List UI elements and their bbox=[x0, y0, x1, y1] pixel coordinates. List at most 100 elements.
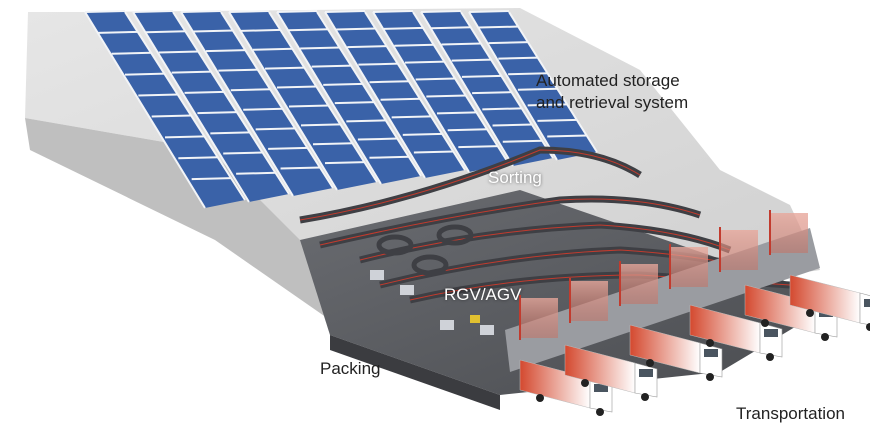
truck-wheel bbox=[766, 353, 774, 361]
rack-post bbox=[316, 11, 422, 177]
rack-shelf bbox=[492, 123, 533, 127]
rack-shelf bbox=[158, 50, 199, 54]
truck-icon bbox=[789, 274, 870, 331]
truck-window bbox=[764, 329, 778, 337]
rack-shelf bbox=[413, 150, 454, 154]
packing-label: Packing bbox=[320, 359, 381, 378]
truck-wheel bbox=[581, 379, 589, 387]
rack-shelf bbox=[347, 45, 388, 49]
rack-shelf bbox=[346, 119, 387, 123]
truck-wheel bbox=[866, 323, 870, 331]
truck-icon bbox=[629, 324, 723, 381]
rack-shelf bbox=[357, 137, 398, 141]
rack-shelf bbox=[402, 132, 443, 136]
rack-shelf bbox=[369, 80, 410, 84]
rack-shelf bbox=[461, 74, 502, 78]
rack-shelf bbox=[547, 134, 588, 138]
rack-shelf bbox=[84, 10, 126, 13]
rack-shelf bbox=[197, 111, 238, 115]
spiral-conveyor bbox=[376, 234, 414, 256]
dock-bay bbox=[520, 298, 558, 338]
rack-shelf bbox=[447, 128, 488, 132]
rack-shelf bbox=[164, 135, 206, 139]
floor-edge bbox=[330, 335, 500, 410]
rack-shelf bbox=[431, 26, 472, 30]
rack-post bbox=[460, 11, 554, 159]
truck-window bbox=[864, 299, 870, 307]
rack-shelf bbox=[527, 103, 568, 107]
asrs-label-line2: and retrieval system bbox=[536, 93, 689, 112]
rack-shelf bbox=[436, 111, 478, 115]
rack-shelf bbox=[223, 151, 264, 155]
dock-bay bbox=[620, 264, 658, 304]
rack-shelf bbox=[488, 41, 529, 45]
rack-post bbox=[132, 11, 250, 203]
truck-window bbox=[639, 369, 653, 377]
rack-post bbox=[84, 11, 206, 209]
conveyor-rail bbox=[359, 224, 731, 261]
rack-shelf bbox=[276, 10, 318, 13]
rack-shelf bbox=[240, 28, 282, 32]
rack-block bbox=[229, 12, 377, 190]
rack-block bbox=[469, 12, 597, 160]
rack-shelf bbox=[210, 131, 251, 135]
rack-shelf bbox=[323, 82, 364, 86]
rack-shelf bbox=[124, 72, 166, 76]
spiral-conveyor bbox=[411, 254, 449, 276]
rack-shelf bbox=[255, 127, 296, 131]
robot-arm-icon bbox=[400, 285, 414, 295]
sorting-label: Sorting bbox=[488, 168, 542, 187]
dock-bay bbox=[770, 213, 808, 253]
left-wall bbox=[25, 118, 330, 320]
rack-shelf bbox=[324, 161, 366, 165]
loading-docks bbox=[519, 210, 808, 340]
rack-block bbox=[373, 12, 509, 172]
rack-shelf bbox=[369, 155, 410, 159]
rack-shelf bbox=[180, 10, 222, 13]
dock-bay bbox=[720, 230, 758, 270]
rack-block bbox=[133, 12, 289, 202]
asrs-label: Automated storage and retrieval system bbox=[536, 70, 688, 114]
truck-cab bbox=[699, 342, 723, 378]
rack-block bbox=[85, 12, 245, 208]
rack-post bbox=[412, 11, 510, 165]
rack-shelf bbox=[276, 85, 318, 89]
rack-shelf bbox=[420, 10, 462, 13]
rack-block bbox=[325, 12, 465, 178]
rack-shelf bbox=[151, 114, 192, 118]
rack-shelf bbox=[111, 51, 152, 55]
spiral-conveyor bbox=[436, 224, 474, 246]
rack-shelf bbox=[458, 145, 499, 149]
truck-window bbox=[704, 349, 718, 357]
rack-shelf bbox=[228, 10, 270, 13]
rack-shelf bbox=[252, 47, 294, 51]
robot-arm-icon bbox=[480, 325, 494, 335]
rack-shelf bbox=[205, 49, 246, 53]
rgv-agv-label: RGV/AGV bbox=[444, 285, 522, 304]
truck-wheel bbox=[761, 319, 769, 327]
truck-icon bbox=[564, 344, 658, 401]
rack-shelf bbox=[415, 77, 456, 81]
rack-shelf bbox=[426, 94, 467, 98]
rack-shelf bbox=[171, 70, 212, 74]
rack-shelf bbox=[472, 91, 513, 95]
rack-post bbox=[364, 11, 466, 171]
asrs-racks bbox=[84, 10, 598, 209]
rack-post bbox=[468, 11, 558, 161]
truck-wheel bbox=[641, 393, 649, 401]
rack-shelf bbox=[312, 142, 354, 146]
truck-wheel bbox=[706, 373, 714, 381]
rack-shelf bbox=[191, 177, 232, 181]
rack-shelf bbox=[193, 29, 234, 33]
rack-shelf bbox=[236, 171, 277, 175]
transportation-label: Transportation bbox=[736, 404, 845, 423]
rack-shelf bbox=[264, 66, 306, 70]
dock-bay bbox=[570, 281, 608, 321]
rack-shelf bbox=[468, 10, 510, 13]
rack-block bbox=[277, 12, 421, 184]
truck-wheel bbox=[536, 394, 544, 402]
rack-shelf bbox=[145, 30, 186, 34]
rack-shelf bbox=[498, 56, 539, 60]
